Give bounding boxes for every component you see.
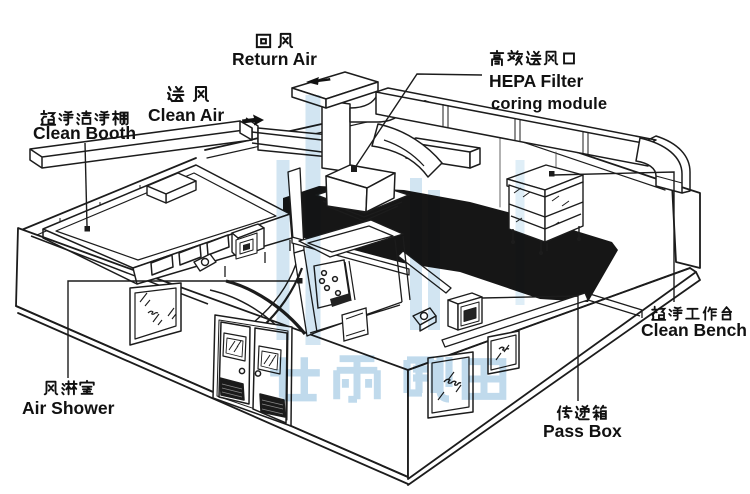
svg-text:Clean Air: Clean Air [148, 105, 224, 125]
svg-text:Clean Bench: Clean Bench [641, 320, 747, 340]
svg-text:coring module: coring module [491, 95, 607, 113]
svg-text:Pass Box: Pass Box [543, 421, 622, 441]
svg-text:Clean Booth: Clean Booth [33, 123, 136, 143]
svg-text:Air Shower: Air Shower [22, 398, 115, 418]
svg-text:Return Air: Return Air [232, 49, 317, 69]
svg-text:HEPA Filter: HEPA Filter [489, 71, 584, 91]
